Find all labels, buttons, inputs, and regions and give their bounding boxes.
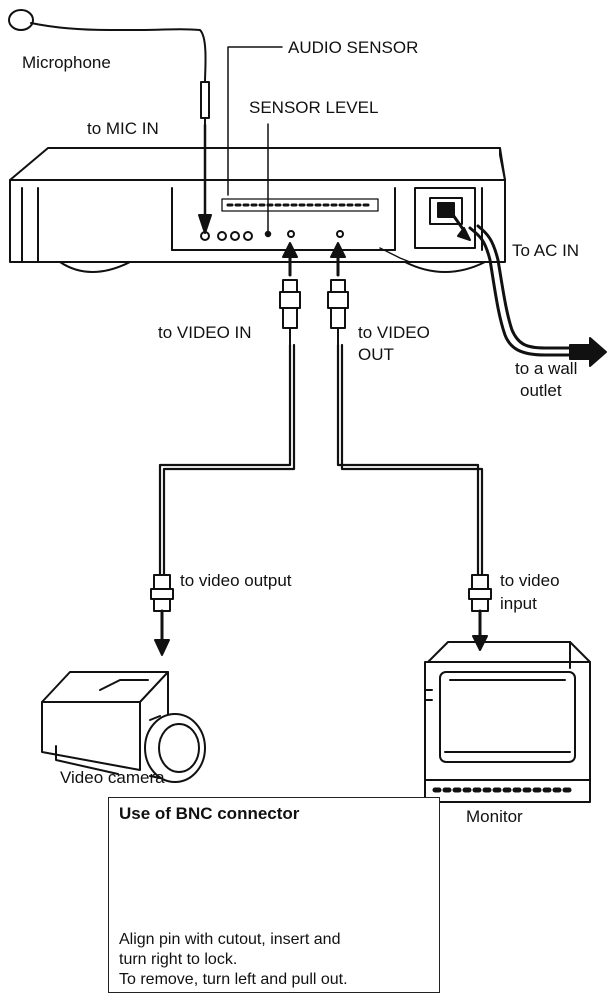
video-arrows bbox=[282, 242, 346, 277]
bnc-plug-video-in-icon bbox=[279, 279, 301, 346]
monitor-icon bbox=[424, 641, 591, 803]
bnc-plug-video-out-icon bbox=[327, 279, 349, 346]
bnc-plug-camera-icon bbox=[150, 574, 174, 656]
bnc-instruction-box: Use of BNC connector Align pin with cuto… bbox=[108, 797, 440, 993]
video-camera-label: Video camera bbox=[60, 768, 165, 787]
video-cables bbox=[158, 343, 484, 577]
audio-sensor-label: AUDIO SENSOR bbox=[288, 38, 419, 57]
bnc-box-line-3: To remove, turn left and pull out. bbox=[119, 971, 348, 988]
bnc-plug-monitor-icon bbox=[468, 574, 492, 651]
bnc-box-line-2: turn right to lock. bbox=[119, 951, 238, 968]
bnc-box-line-1: Align pin with cutout, insert and bbox=[119, 931, 341, 948]
to-wall-outlet-label-line1: to a wall bbox=[515, 359, 578, 378]
monitor-label: Monitor bbox=[466, 807, 523, 826]
microphone-icon bbox=[8, 9, 210, 126]
power-cord bbox=[444, 203, 607, 367]
microphone-label: Microphone bbox=[22, 53, 111, 72]
to-wall-outlet-label-line2: outlet bbox=[520, 381, 562, 400]
to-video-out-label-line2: OUT bbox=[358, 345, 394, 364]
label-leaders bbox=[227, 46, 283, 238]
mic-cable bbox=[198, 123, 212, 234]
to-video-input-label-line2: input bbox=[500, 594, 537, 613]
to-video-out-label-line1: to VIDEO bbox=[358, 323, 430, 342]
bnc-box-title: Use of BNC connector bbox=[119, 804, 300, 823]
video-camera-icon bbox=[41, 671, 206, 783]
to-ac-in-label: To AC IN bbox=[512, 241, 580, 260]
sensor-level-label: SENSOR LEVEL bbox=[249, 98, 379, 117]
to-mic-in-label: to MIC IN bbox=[87, 119, 159, 138]
recorder-unit-icon bbox=[9, 147, 506, 273]
to-video-output-label: to video output bbox=[180, 571, 292, 590]
to-video-input-label-line1: to video bbox=[500, 571, 560, 590]
to-video-in-label: to VIDEO IN bbox=[158, 323, 252, 342]
